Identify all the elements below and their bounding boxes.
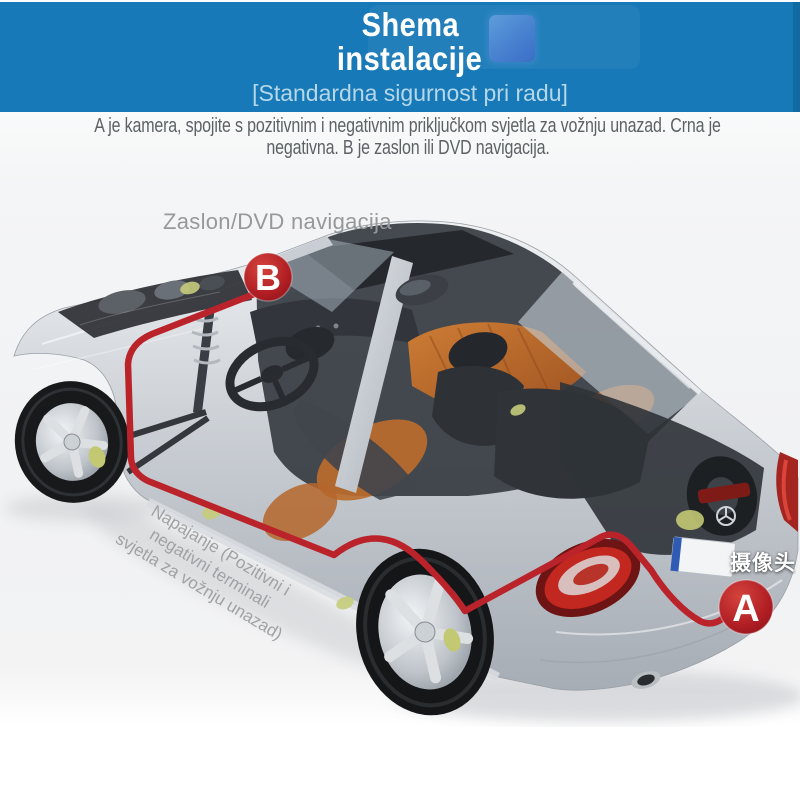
license-plate [670, 536, 736, 578]
right-tail-light-glow [781, 459, 792, 521]
header-banner: Shema instalacije [Standardna sigurnost … [0, 0, 800, 114]
steering-wheel [225, 336, 319, 412]
instruction-line2: negativna. B je zaslon ili DVD navigacij… [266, 137, 550, 159]
ground-shadow [5, 494, 800, 722]
b-pillar [335, 256, 413, 493]
engine-bay [58, 270, 252, 338]
blurred-patch [489, 15, 535, 62]
trunk-component [676, 510, 704, 530]
front-brake-caliper [88, 446, 106, 468]
side-mirror [395, 274, 449, 306]
right-tail-light [776, 452, 798, 532]
instruction-text: A je kamera, spojite s pozitivnim i nega… [0, 115, 800, 159]
header-right-shade [793, 2, 800, 114]
page-title-line2: instalacije [337, 40, 483, 77]
camera-label-chinese: 摄像头 [730, 552, 796, 575]
front-wheel [14, 381, 130, 503]
brand-emblem [716, 506, 736, 526]
rear-window-glass [518, 272, 700, 434]
brake-light-bar [697, 482, 751, 504]
c-pillar-trim [572, 280, 702, 395]
cable-route [124, 289, 726, 627]
rear-brake-caliper [443, 628, 461, 652]
marker-a-badge: A [718, 579, 774, 635]
marker-a-letter: A [732, 588, 759, 630]
marker-b-badge: B [243, 252, 293, 302]
instruction-line1: A je kamera, spojite s pozitivnim i nega… [94, 115, 722, 137]
exhaust-tip [631, 671, 661, 689]
fender-crease [29, 327, 206, 371]
marker-b-letter: B [255, 257, 281, 298]
page-title-line1: Shema [361, 6, 459, 43]
display-navigation-label: Zaslon/DVD navigacija [163, 209, 392, 234]
car-cutaway-illustration: B A [5, 220, 800, 722]
page-subtitle: [Standardna sigurnost pri radu] [252, 80, 568, 106]
rear-wheel [356, 548, 494, 716]
header-text-block: Shema instalacije [Standardna sigurnost … [10, 2, 800, 107]
bottom-white-margin [0, 727, 800, 800]
